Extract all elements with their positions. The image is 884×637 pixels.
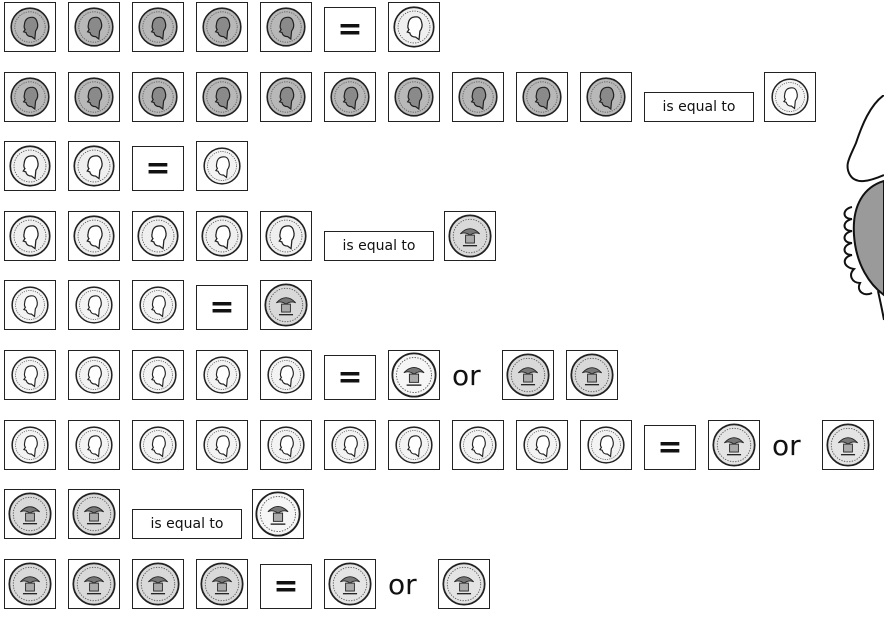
equals-sign-box: = bbox=[260, 564, 312, 609]
dime-coin-icon bbox=[132, 350, 184, 400]
dime-coin-icon bbox=[68, 420, 120, 470]
quarter-coin-icon bbox=[196, 559, 248, 609]
quarter-coin-icon bbox=[260, 280, 312, 330]
dollar-coin-icon bbox=[438, 559, 490, 609]
dime-coin-icon bbox=[4, 350, 56, 400]
equals-sign-box: = bbox=[644, 425, 696, 470]
half-dollar-coin-icon bbox=[388, 350, 440, 400]
penny-coin-icon bbox=[196, 2, 248, 52]
penny-coin-icon bbox=[388, 72, 440, 122]
quarter-coin-icon bbox=[444, 211, 496, 261]
dime-coin-icon bbox=[324, 420, 376, 470]
dime-coin-icon bbox=[580, 420, 632, 470]
dime-coin-icon bbox=[68, 350, 120, 400]
nickel-coin-icon bbox=[260, 211, 312, 261]
dime-coin-icon bbox=[452, 420, 504, 470]
penny-coin-icon bbox=[68, 72, 120, 122]
quarter-coin-icon bbox=[68, 559, 120, 609]
dime-coin-icon bbox=[132, 420, 184, 470]
penny-coin-icon bbox=[4, 72, 56, 122]
penny-coin-icon bbox=[4, 2, 56, 52]
penny-coin-icon bbox=[132, 72, 184, 122]
nickel-coin-icon bbox=[4, 211, 56, 261]
or-label: or bbox=[772, 429, 801, 462]
dime-coin-icon bbox=[388, 420, 440, 470]
dime-coin-icon bbox=[196, 141, 248, 191]
equals-sign-box: = bbox=[196, 285, 248, 330]
quarter-coin-icon bbox=[4, 559, 56, 609]
dollar-coin-icon bbox=[324, 559, 376, 609]
nickel-coin-icon bbox=[388, 2, 440, 52]
dime-coin-icon bbox=[4, 420, 56, 470]
or-label: or bbox=[388, 568, 417, 601]
dime-coin-icon bbox=[132, 280, 184, 330]
dime-coin-icon bbox=[196, 420, 248, 470]
equals-sign-box: = bbox=[324, 7, 376, 52]
penny-coin-icon bbox=[260, 2, 312, 52]
dime-coin-icon bbox=[196, 350, 248, 400]
quarter-coin-icon bbox=[4, 489, 56, 539]
dollar-coin-icon bbox=[708, 420, 760, 470]
dime-coin-icon bbox=[260, 350, 312, 400]
nickel-coin-icon bbox=[196, 211, 248, 261]
is-equal-to-label: is equal to bbox=[132, 509, 242, 539]
dollar-coin-icon bbox=[822, 420, 874, 470]
quarter-coin-icon bbox=[502, 350, 554, 400]
or-label: or bbox=[452, 359, 481, 392]
nickel-coin-icon bbox=[68, 141, 120, 191]
penny-coin-icon bbox=[516, 72, 568, 122]
penny-coin-icon bbox=[260, 72, 312, 122]
nickel-coin-icon bbox=[132, 211, 184, 261]
dime-coin-icon bbox=[4, 280, 56, 330]
nickel-coin-icon bbox=[68, 211, 120, 261]
dime-coin-icon bbox=[260, 420, 312, 470]
quarter-coin-icon bbox=[566, 350, 618, 400]
penny-coin-icon bbox=[68, 2, 120, 52]
equals-sign-box: = bbox=[324, 355, 376, 400]
penny-coin-icon bbox=[196, 72, 248, 122]
is-equal-to-label: is equal to bbox=[324, 231, 434, 261]
is-equal-to-label: is equal to bbox=[644, 92, 754, 122]
penny-coin-icon bbox=[132, 2, 184, 52]
dime-coin-icon bbox=[516, 420, 568, 470]
dime-coin-icon bbox=[764, 72, 816, 122]
half-dollar-coin-icon bbox=[252, 489, 304, 539]
nickel-coin-icon bbox=[4, 141, 56, 191]
quarter-coin-icon bbox=[132, 559, 184, 609]
equals-sign-box: = bbox=[132, 146, 184, 191]
cartoon-figure-illustration bbox=[843, 95, 884, 321]
penny-coin-icon bbox=[580, 72, 632, 122]
penny-coin-icon bbox=[452, 72, 504, 122]
dime-coin-icon bbox=[68, 280, 120, 330]
quarter-coin-icon bbox=[68, 489, 120, 539]
penny-coin-icon bbox=[324, 72, 376, 122]
